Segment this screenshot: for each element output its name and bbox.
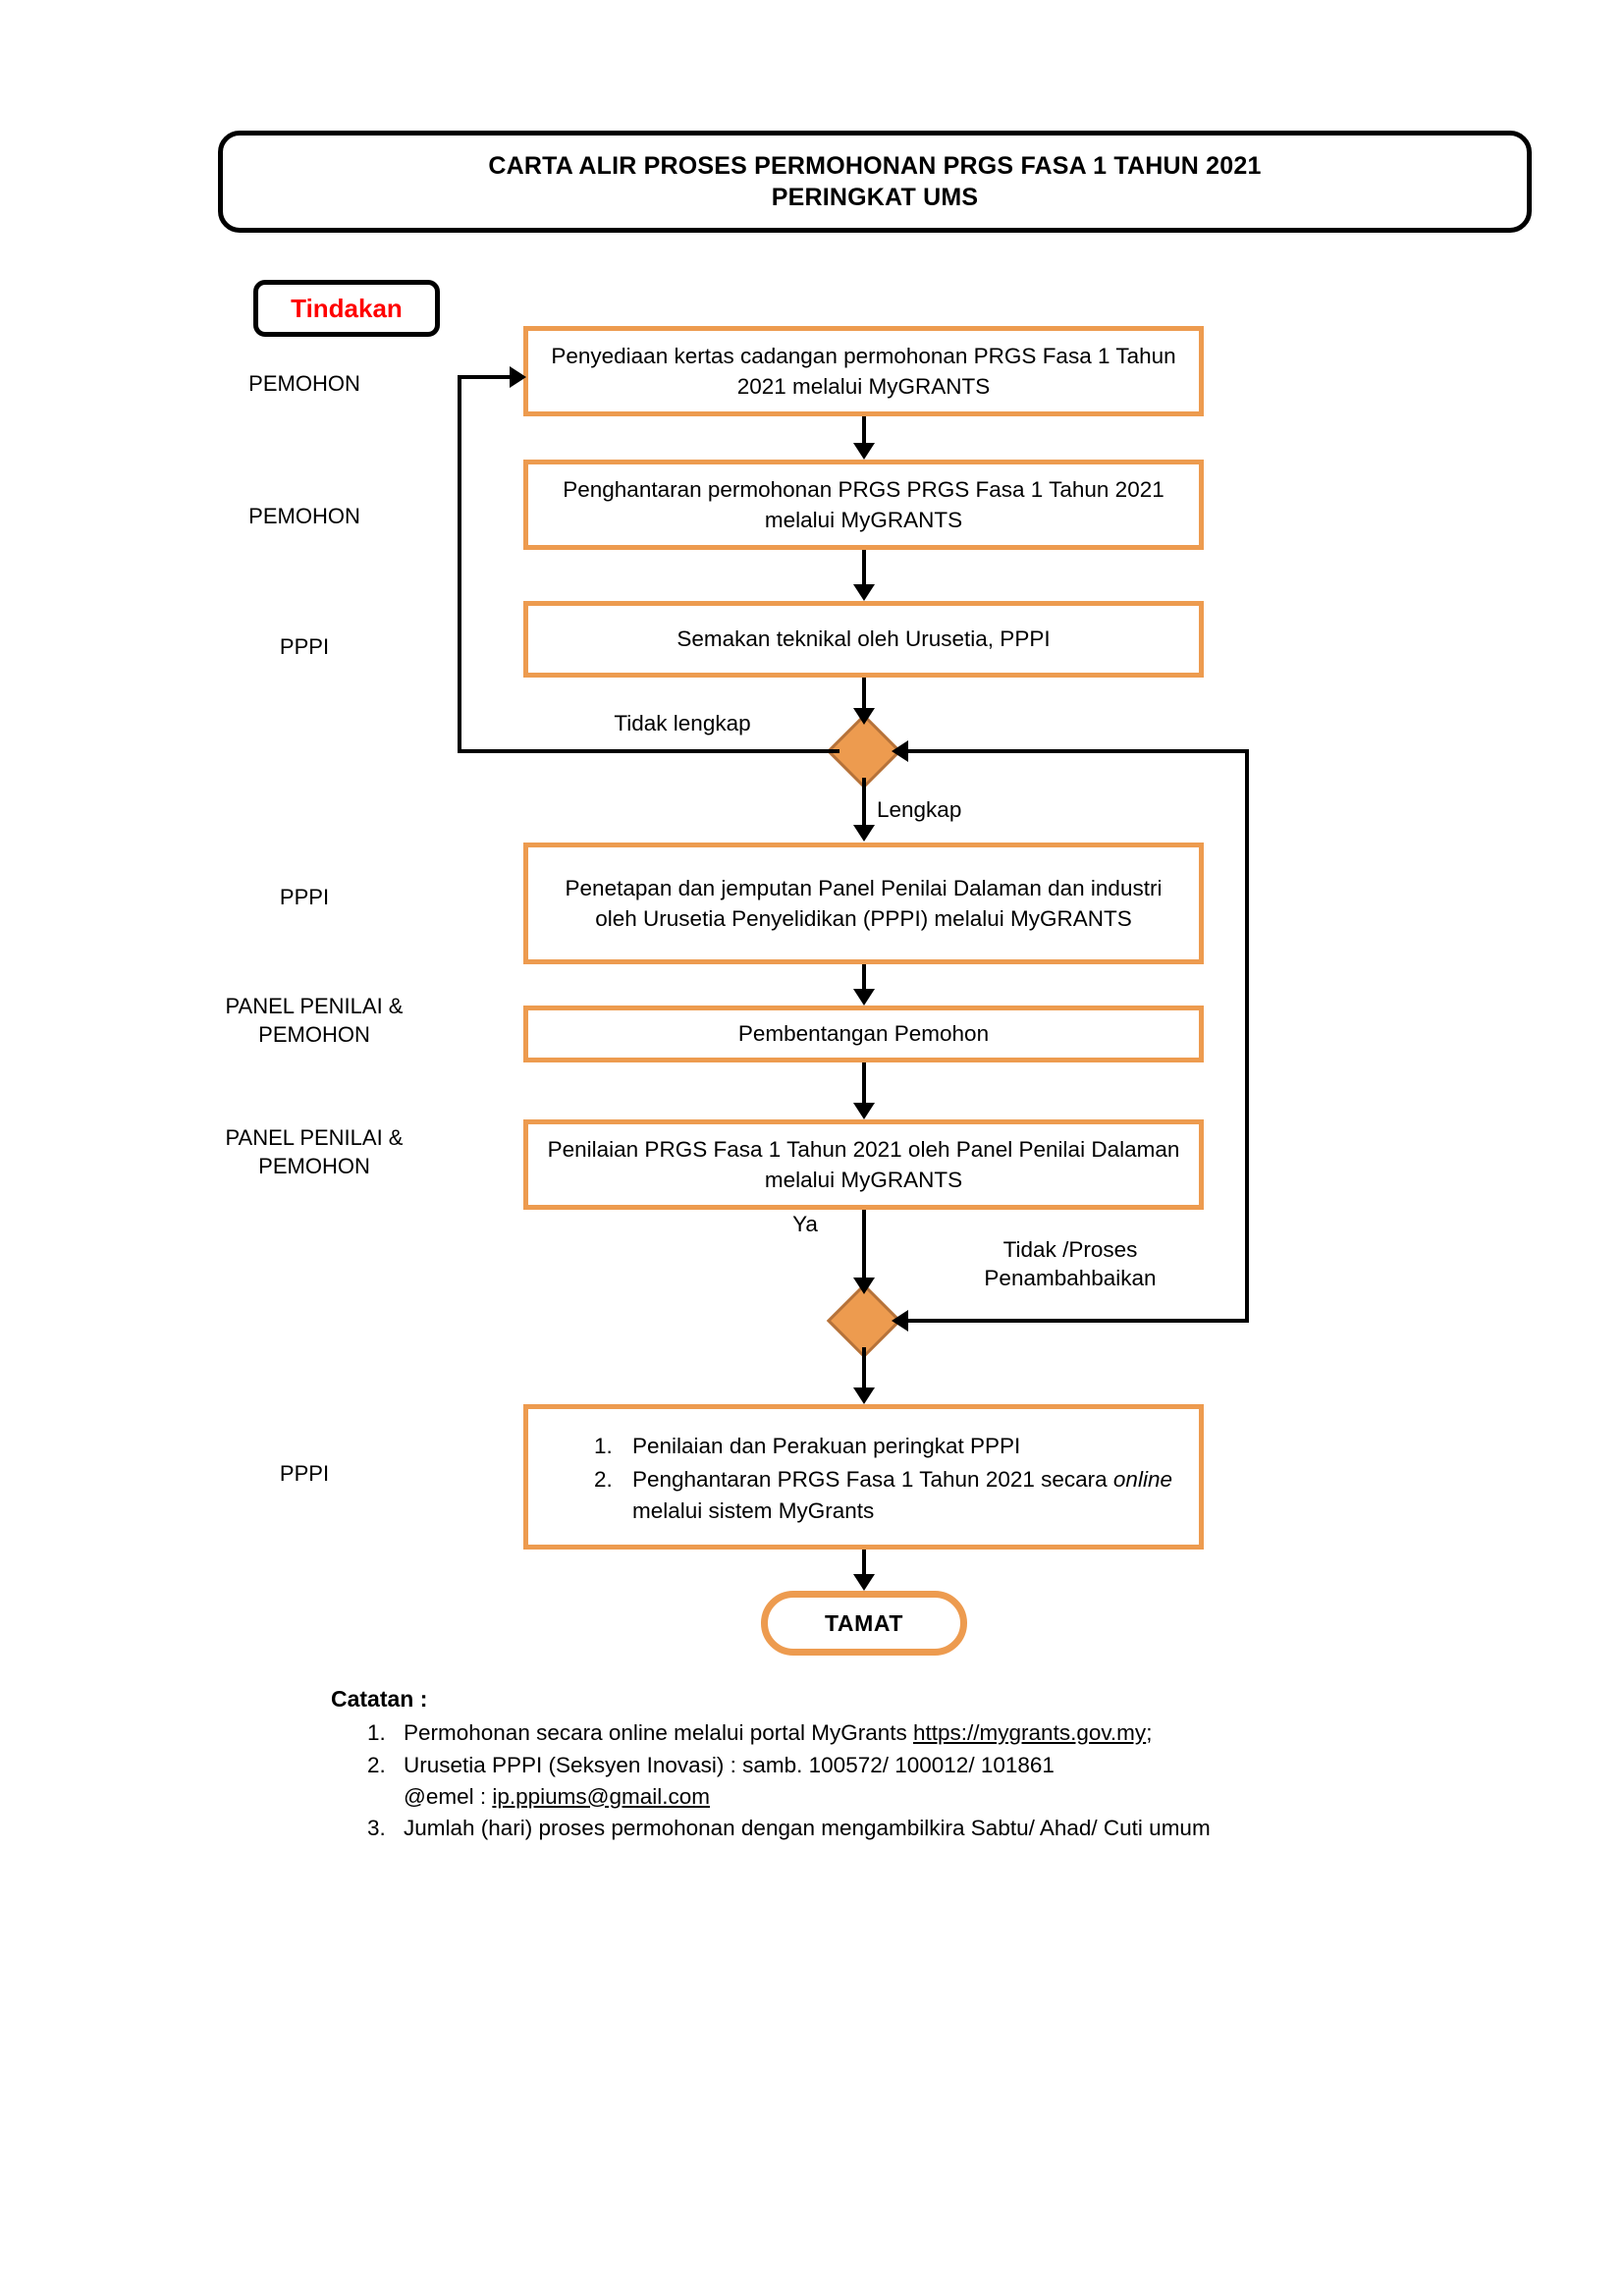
process-box-5-text: Pembentangan Pemohon <box>737 1021 990 1047</box>
edge-label-ya: Ya <box>792 1212 818 1236</box>
notes-item-1-tail: ; <box>1146 1719 1153 1745</box>
connector-6-d2-line <box>862 1210 866 1278</box>
connector-5-6-line <box>862 1062 866 1103</box>
chart-title-line-1: CARTA ALIR PROSES PERMOHONAN PRGS FASA 1… <box>488 152 1262 180</box>
loopback-1-horizontal <box>458 749 839 753</box>
actor-label-pemohon-2: PEMOHON <box>248 504 360 528</box>
loopback-2-arrow-into-d1 <box>892 740 908 762</box>
loopback-2-arrow-into-d2 <box>892 1310 908 1332</box>
notes-item-2: Urusetia PPPI (Seksyen Inovasi) : samb. … <box>392 1750 1431 1813</box>
terminator-tamat-label: TAMAT <box>824 1609 904 1636</box>
actor-label-pemohon-1: PEMOHON <box>248 371 360 396</box>
connector-d1-4-arrow <box>853 825 875 842</box>
connector-final-terminator-arrow <box>853 1574 875 1591</box>
chart-title-box: CARTA ALIR PROSES PERMOHONAN PRGS FASA 1… <box>218 131 1532 233</box>
notes-section: Catatan : Permohonan secara online melal… <box>331 1683 1431 1845</box>
final-step-item-2-part-a: Penghantaran PRGS Fasa 1 Tahun 2021 seca… <box>632 1466 1113 1492</box>
connector-final-terminator-line <box>862 1550 866 1574</box>
process-box-3: Semakan teknikal oleh Urusetia, PPPI <box>523 601 1204 678</box>
connector-2-3-arrow <box>853 584 875 601</box>
process-box-6: Penilaian PRGS Fasa 1 Tahun 2021 oleh Pa… <box>523 1119 1204 1210</box>
tindakan-legend-label: Tindakan <box>291 293 403 323</box>
loopback-2-horizontal-top <box>908 749 1249 753</box>
connector-6-d2-arrow <box>853 1278 875 1294</box>
connector-1-2-arrow <box>853 443 875 460</box>
connector-4-5-arrow <box>853 989 875 1006</box>
final-step-item-2: Penghantaran PRGS Fasa 1 Tahun 2021 seca… <box>619 1464 1179 1527</box>
process-box-2-text: Penghantaran permohonan PRGS PRGS Fasa 1… <box>563 476 1164 532</box>
process-box-1-text: Penyediaan kertas cadangan permohonan PR… <box>551 343 1176 399</box>
connector-d1-4-line <box>862 778 866 825</box>
edge-label-tidak-lengkap: Tidak lengkap <box>614 711 751 735</box>
notes-item-2-subline: @emel : ip.ppiums@gmail.com <box>404 1781 1431 1813</box>
connector-1-2-line <box>862 416 866 443</box>
connector-4-5-line <box>862 964 866 989</box>
process-box-2: Penghantaran permohonan PRGS PRGS Fasa 1… <box>523 460 1204 550</box>
actor-label-pppi-3: PPPI <box>279 1461 330 1486</box>
notes-item-2-email-link[interactable]: ip.ppiums@gmail.com <box>492 1783 711 1809</box>
process-box-3-text: Semakan teknikal oleh Urusetia, PPPI <box>677 626 1051 652</box>
actor-label-panel-pemohon-2: PANEL PENILAI & PEMOHON <box>225 1125 404 1178</box>
notes-item-1-text: Permohonan secara online melalui portal … <box>404 1719 914 1745</box>
actor-label-panel-pemohon-1: PANEL PENILAI & PEMOHON <box>225 994 404 1047</box>
terminator-tamat: TAMAT <box>761 1591 967 1656</box>
notes-item-3: Jumlah (hari) proses permohonan dengan m… <box>392 1813 1431 1844</box>
process-box-4: Penetapan dan jemputan Panel Penilai Dal… <box>523 843 1204 964</box>
process-box-5: Pembentangan Pemohon <box>523 1006 1204 1062</box>
final-step-item-2-italic: online <box>1112 1466 1172 1492</box>
loopback-1-entry <box>458 375 512 379</box>
process-box-4-text: Penetapan dan jemputan Panel Penilai Dal… <box>565 875 1163 931</box>
notes-item-1: Permohonan secara online melalui portal … <box>392 1717 1431 1749</box>
connector-3-d1-line <box>862 678 866 708</box>
process-box-1: Penyediaan kertas cadangan permohonan PR… <box>523 326 1204 416</box>
edge-label-tidak-proses: Tidak /Proses Penambahbaikan <box>984 1237 1157 1291</box>
process-box-final: Penilaian dan Perakuan peringkat PPPI Pe… <box>523 1404 1204 1550</box>
loopback-1-vertical <box>458 375 461 753</box>
connector-3-d1-arrow <box>853 708 875 725</box>
loopback-1-arrow <box>510 366 526 388</box>
connector-d2-final-line <box>862 1347 866 1387</box>
notes-item-2-email-label: @emel : <box>404 1783 493 1809</box>
connector-d2-final-arrow <box>853 1387 875 1404</box>
chart-title-line-2: PERINGKAT UMS <box>771 184 979 211</box>
connector-2-3-line <box>862 550 866 584</box>
notes-item-2-text: Urusetia PPPI (Seksyen Inovasi) : samb. … <box>404 1752 1055 1777</box>
actor-label-pppi-1: PPPI <box>279 634 330 659</box>
final-step-item-1: Penilaian dan Perakuan peringkat PPPI <box>619 1431 1179 1462</box>
connector-5-6-arrow <box>853 1103 875 1119</box>
process-box-6-text: Penilaian PRGS Fasa 1 Tahun 2021 oleh Pa… <box>547 1136 1180 1192</box>
loopback-2-horizontal-bottom <box>908 1319 1249 1323</box>
final-step-item-2-part-b: melalui sistem MyGrants <box>632 1497 875 1523</box>
actor-label-pppi-2: PPPI <box>279 885 330 909</box>
notes-item-1-link[interactable]: https://mygrants.gov.my <box>913 1719 1147 1745</box>
notes-title: Catatan : <box>331 1686 428 1712</box>
loopback-2-vertical <box>1245 749 1249 1323</box>
tindakan-legend-box: Tindakan <box>253 280 440 337</box>
edge-label-lengkap: Lengkap <box>877 797 962 822</box>
